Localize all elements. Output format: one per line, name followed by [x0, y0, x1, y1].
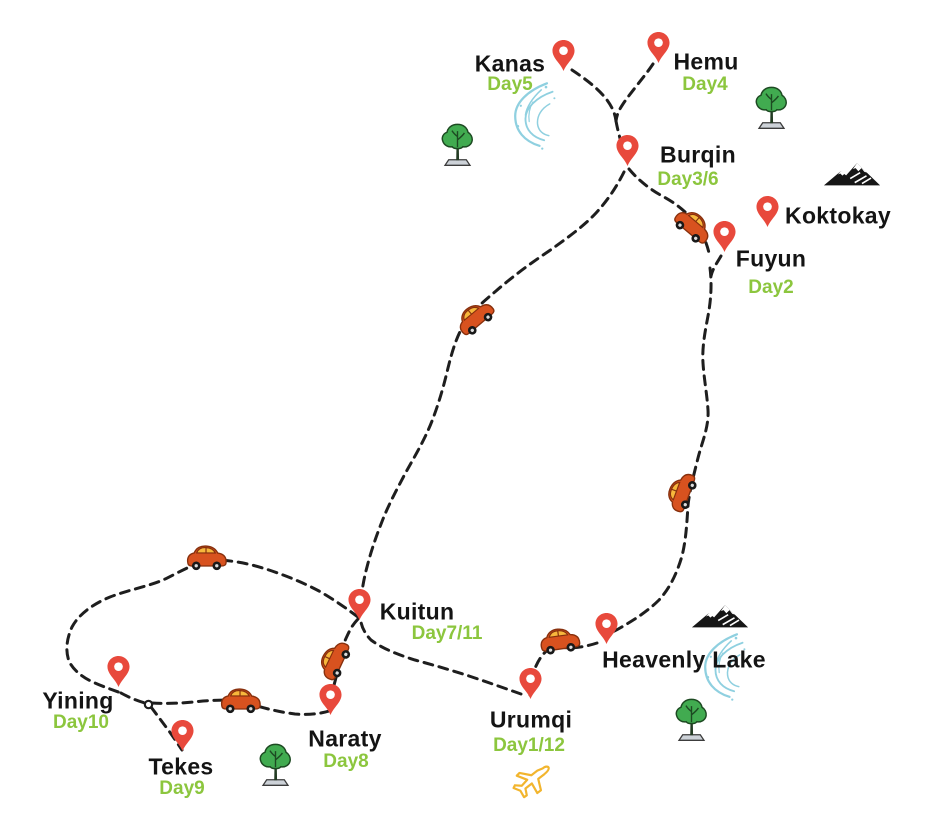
map-pin-icon [755, 195, 780, 228]
mountain-icon [823, 161, 881, 187]
map-pin-icon [646, 31, 671, 64]
location-name: Naraty [308, 725, 382, 752]
day-label: Day1/12 [493, 735, 565, 756]
route-yining-junction [119, 691, 147, 705]
map-pin-icon [318, 683, 343, 716]
map-pin-icon [615, 134, 640, 167]
route-fuyun-heavenly-lake [604, 266, 713, 637]
map-pin-icon [551, 39, 576, 72]
day-label: Day10 [53, 712, 109, 733]
location-name: Heavenly Lake [602, 646, 766, 673]
day-label: Day7/11 [411, 623, 483, 644]
day-label: Day8 [323, 751, 369, 772]
route-kuitun-loop-yining [65, 558, 360, 695]
location-name: Tekes [148, 753, 214, 780]
map-pin-icon [518, 667, 543, 700]
car-icon [218, 685, 263, 715]
route-kanas-junction [570, 68, 618, 123]
tree-icon [439, 122, 476, 167]
location-name: Kanas [474, 50, 546, 77]
location-name: Koktokay [785, 202, 891, 229]
route-naraty-kuitun [328, 615, 362, 702]
location-name: Fuyun [735, 245, 807, 272]
day-label: Day5 [487, 74, 533, 95]
mountain-icon [691, 603, 749, 629]
location-name: Yining [42, 687, 114, 714]
route-urumqi-kuitun [359, 620, 523, 696]
day-label: Day4 [682, 74, 728, 95]
map-pin-icon [170, 719, 195, 752]
map-pin-icon [594, 612, 619, 645]
airplane-icon [507, 762, 553, 804]
map-pin-icon [347, 588, 372, 621]
location-name: Burqin [660, 141, 736, 168]
map-pin-icon [106, 655, 131, 688]
location-name: Urumqi [489, 706, 573, 733]
route-fuyun-merge [709, 254, 723, 278]
location-name: Hemu [673, 48, 739, 75]
route-junction-dot-icon [143, 699, 154, 710]
day-label: Day2 [748, 277, 794, 298]
car-icon [535, 622, 584, 658]
route-hemu-junction [614, 62, 655, 123]
day-label: Day3/6 [657, 169, 719, 190]
tree-icon [257, 742, 294, 787]
location-name: Kuitun [379, 598, 455, 625]
car-icon [184, 542, 229, 572]
day-label: Day9 [159, 778, 205, 799]
route-burqin-kuitun [358, 170, 626, 612]
map-pin-icon [712, 220, 737, 253]
tree-icon [753, 85, 790, 130]
